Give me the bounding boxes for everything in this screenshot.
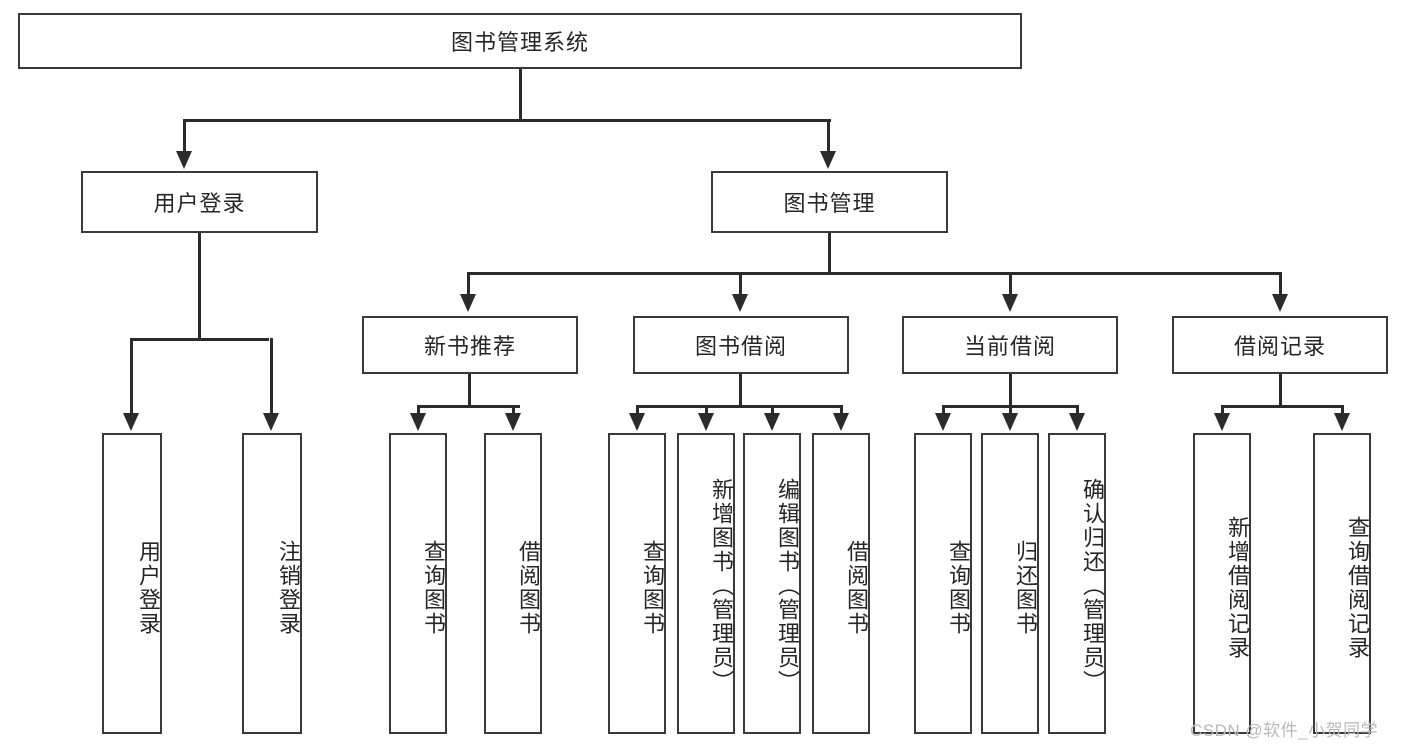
arrowhead-cb-query bbox=[935, 413, 951, 431]
node-label: 确认归还（管理员） bbox=[1080, 477, 1105, 694]
node-label: 图书管理 bbox=[783, 191, 876, 216]
edge-user-login-stem bbox=[198, 233, 201, 340]
edge-level1-bus bbox=[184, 119, 831, 122]
leaf-bb-query-book[interactable]: 查询图书 bbox=[608, 433, 666, 734]
node-label: 借阅图书 bbox=[516, 539, 541, 636]
node-label: 用户登录 bbox=[153, 191, 246, 216]
arrowhead-br-add bbox=[1214, 413, 1230, 431]
arrowhead-bb-add bbox=[698, 413, 714, 431]
arrowhead-book-borrow bbox=[732, 294, 748, 312]
edge-drop-cb-return bbox=[1009, 405, 1012, 415]
arrowhead-nb-query bbox=[410, 413, 426, 431]
arrowhead-borrow-record bbox=[1272, 294, 1288, 312]
node-label: 借阅记录 bbox=[1233, 334, 1326, 359]
edge-drop-nb-query bbox=[417, 405, 420, 415]
node-label: 用户登录 bbox=[136, 539, 161, 636]
node-label: 当前借阅 bbox=[963, 334, 1056, 359]
edge-drop-bb-query bbox=[636, 405, 639, 415]
edge-drop-book-manage bbox=[827, 119, 830, 153]
edge-drop-bb-add bbox=[705, 405, 708, 415]
leaf-nb-borrow-book[interactable]: 借阅图书 bbox=[484, 433, 542, 734]
arrowhead-new-book bbox=[460, 294, 476, 312]
leaf-logout[interactable]: 注销登录 bbox=[242, 433, 302, 734]
edge-borrow-record-stem bbox=[1279, 374, 1282, 407]
node-book-manage[interactable]: 图书管理 bbox=[711, 171, 948, 233]
edge-drop-new-book bbox=[467, 272, 470, 296]
edge-borrow-record-bus bbox=[1222, 405, 1343, 408]
arrowhead-cb-confirm bbox=[1069, 413, 1085, 431]
edge-root-stem bbox=[519, 69, 522, 121]
node-label: 图书管理系统 bbox=[450, 30, 589, 55]
arrowhead-user-login bbox=[176, 151, 192, 169]
node-label: 图书借阅 bbox=[694, 334, 787, 359]
leaf-cb-confirm-return[interactable]: 确认归还（管理员） bbox=[1048, 433, 1106, 734]
edge-book-manage-stem bbox=[828, 233, 831, 274]
edge-drop-nb-borrow bbox=[512, 405, 515, 415]
arrowhead-nb-borrow bbox=[505, 413, 521, 431]
node-root-system[interactable]: 图书管理系统 bbox=[18, 13, 1022, 69]
node-label: 查询图书 bbox=[421, 539, 446, 636]
leaf-bb-lend-book[interactable]: 借阅图书 bbox=[812, 433, 870, 734]
leaf-nb-query-book[interactable]: 查询图书 bbox=[389, 433, 447, 734]
arrowhead-leaf-user-login bbox=[123, 413, 139, 431]
edge-user-login-bus bbox=[131, 338, 269, 341]
leaf-user-login[interactable]: 用户登录 bbox=[102, 433, 162, 734]
node-borrow-record[interactable]: 借阅记录 bbox=[1172, 316, 1388, 374]
arrowhead-leaf-logout bbox=[263, 413, 279, 431]
leaf-br-query-record[interactable]: 查询借阅记录 bbox=[1313, 433, 1371, 734]
leaf-bb-add-book[interactable]: 新增图书（管理员） bbox=[677, 433, 735, 734]
edge-book-borrow-stem bbox=[739, 374, 742, 407]
arrowhead-bb-edit bbox=[764, 413, 780, 431]
node-new-book-recommend[interactable]: 新书推荐 bbox=[362, 316, 578, 374]
arrowhead-br-query bbox=[1334, 413, 1350, 431]
edge-drop-br-query bbox=[1341, 405, 1344, 415]
edge-drop-borrow-record bbox=[1279, 272, 1282, 296]
edge-new-book-stem bbox=[468, 374, 471, 407]
leaf-cb-query-book[interactable]: 查询图书 bbox=[914, 433, 972, 734]
leaf-br-add-record[interactable]: 新增借阅记录 bbox=[1193, 433, 1251, 734]
edge-drop-user-login bbox=[183, 119, 186, 153]
node-label: 归还图书 bbox=[1013, 539, 1038, 636]
edge-drop-leaf-user-login bbox=[130, 338, 133, 415]
node-current-borrow[interactable]: 当前借阅 bbox=[902, 316, 1118, 374]
node-label: 查询图书 bbox=[640, 539, 665, 636]
node-label: 编辑图书（管理员） bbox=[775, 477, 800, 694]
arrowhead-book-manage bbox=[820, 151, 836, 169]
node-label: 新书推荐 bbox=[423, 334, 516, 359]
arrowhead-bb-lend bbox=[833, 413, 849, 431]
node-label: 查询图书 bbox=[946, 539, 971, 636]
arrowhead-cb-return bbox=[1002, 413, 1018, 431]
edge-drop-book-borrow bbox=[739, 272, 742, 296]
edge-drop-cb-query bbox=[942, 405, 945, 415]
edge-drop-cb-confirm bbox=[1076, 405, 1079, 415]
edge-drop-bb-edit bbox=[771, 405, 774, 415]
edge-drop-br-add bbox=[1221, 405, 1224, 415]
edge-current-borrow-stem bbox=[1009, 374, 1012, 407]
arrowhead-current-borrow bbox=[1002, 294, 1018, 312]
node-label: 新增图书（管理员） bbox=[709, 477, 734, 694]
edge-level3-bus bbox=[468, 272, 1280, 275]
edge-book-borrow-bus bbox=[637, 405, 843, 408]
node-label: 借阅图书 bbox=[844, 539, 869, 636]
edge-drop-current-borrow bbox=[1009, 272, 1012, 296]
edge-new-book-bus bbox=[418, 405, 520, 408]
watermark-label: CSDN @软件_小贺同学 bbox=[1190, 721, 1379, 740]
arrowhead-bb-query bbox=[629, 413, 645, 431]
edge-drop-leaf-logout bbox=[270, 338, 273, 415]
node-label: 查询借阅记录 bbox=[1345, 515, 1370, 660]
node-label: 新增借阅记录 bbox=[1225, 515, 1250, 660]
node-label: 注销登录 bbox=[276, 539, 301, 636]
node-book-borrow[interactable]: 图书借阅 bbox=[633, 316, 849, 374]
leaf-bb-edit-book[interactable]: 编辑图书（管理员） bbox=[743, 433, 801, 734]
edge-drop-bb-lend bbox=[840, 405, 843, 415]
leaf-cb-return-book[interactable]: 归还图书 bbox=[981, 433, 1039, 734]
node-user-login[interactable]: 用户登录 bbox=[81, 171, 318, 233]
